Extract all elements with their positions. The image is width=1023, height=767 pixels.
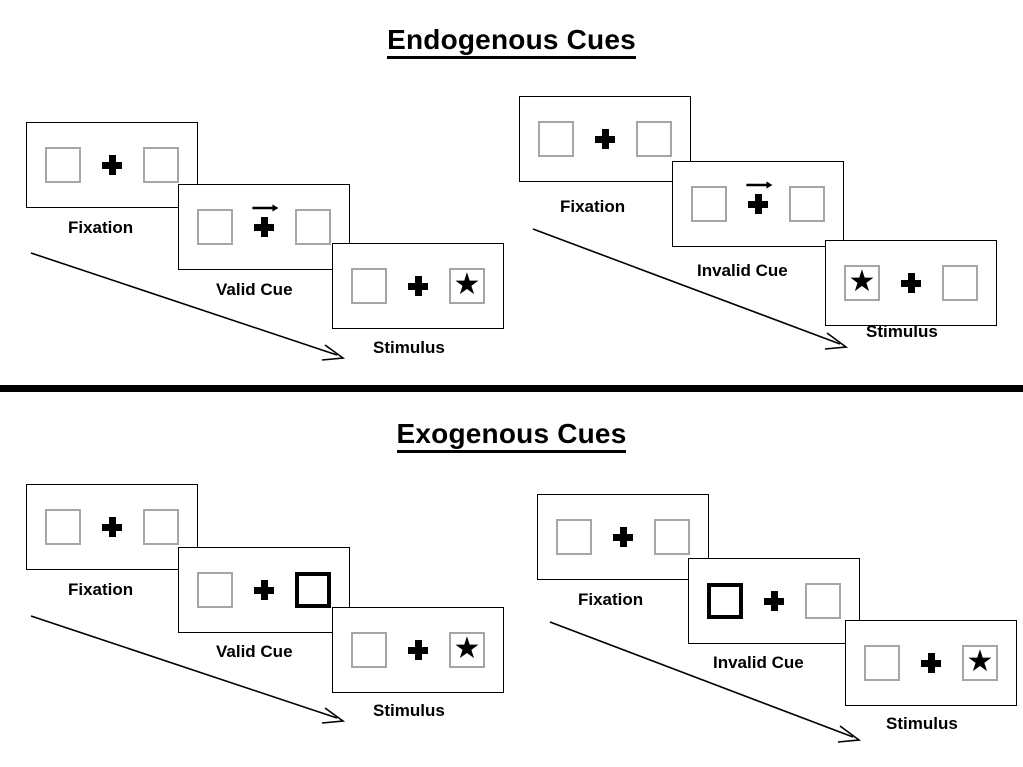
star-icon: ★ (453, 268, 481, 301)
fixation-cross-icon (901, 273, 921, 293)
right-box: ★ (449, 632, 485, 668)
fixation-cross-icon (595, 129, 615, 149)
right-box (942, 265, 978, 301)
frame-endogenous-invalid-cue (672, 161, 844, 247)
fixation-cross-wrap (745, 181, 773, 224)
section-title-endogenous: Endogenous Cues (0, 24, 1023, 59)
frame-endogenous-invalid-stimulus: ★ (825, 240, 997, 326)
arrow-right-cue-icon (746, 181, 773, 189)
frame-exogenous-valid-fixation (26, 484, 198, 570)
right-box (636, 121, 672, 157)
right-box (805, 583, 841, 619)
frame-inner (197, 204, 331, 247)
left-box (691, 186, 727, 222)
star-icon: ★ (453, 632, 481, 665)
fixation-cross-wrap (761, 581, 787, 621)
frame-inner (691, 181, 825, 224)
left-box (556, 519, 592, 555)
frame-endogenous-valid-fixation (26, 122, 198, 208)
caption-endogenous-valid-stimulus: Stimulus (373, 338, 445, 357)
left-box: ★ (844, 265, 880, 301)
fixation-cross-wrap (592, 119, 618, 159)
time-flow-arrow-endogenous-invalid (532, 228, 849, 350)
right-box: ★ (449, 268, 485, 304)
fixation-cross-icon (613, 527, 633, 547)
fixation-cross-icon (254, 217, 274, 237)
frame-exogenous-invalid-fixation (537, 494, 709, 580)
caption-endogenous-invalid-cue: Invalid Cue (697, 261, 788, 280)
section-title-endogenous-text: Endogenous Cues (387, 24, 636, 59)
fixation-cross-wrap (918, 643, 944, 683)
fixation-cross-icon (102, 155, 122, 175)
left-box (351, 632, 387, 668)
fixation-cross-wrap (99, 507, 125, 547)
left-box (538, 121, 574, 157)
left-box-cued (707, 583, 743, 619)
caption-exogenous-valid-stimulus: Stimulus (373, 701, 445, 720)
caption-exogenous-valid-cue: Valid Cue (216, 642, 293, 661)
right-box (295, 209, 331, 245)
right-box (654, 519, 690, 555)
right-box (789, 186, 825, 222)
star-icon: ★ (848, 265, 876, 298)
fixation-cross-icon (764, 591, 784, 611)
frame-inner (197, 570, 331, 610)
frame-inner: ★ (844, 263, 978, 303)
right-box (143, 509, 179, 545)
star-icon: ★ (966, 645, 994, 678)
fixation-cross-wrap (251, 570, 277, 610)
frame-inner (45, 145, 179, 185)
frame-exogenous-valid-cue (178, 547, 350, 633)
fixation-cross-icon (254, 580, 274, 600)
frame-inner (707, 581, 841, 621)
fixation-cross-wrap (610, 517, 636, 557)
left-box (197, 572, 233, 608)
fixation-cross-icon (748, 194, 768, 214)
caption-endogenous-valid-fixation: Fixation (68, 218, 134, 237)
fixation-cross-wrap (99, 145, 125, 185)
time-flow-arrow-exogenous-invalid (549, 621, 862, 743)
caption-endogenous-invalid-fixation: Fixation (560, 197, 626, 216)
arrow-right-cue-icon (252, 204, 279, 212)
fixation-cross-icon (921, 653, 941, 673)
frame-endogenous-valid-stimulus: ★ (332, 243, 504, 329)
caption-exogenous-invalid-cue: Invalid Cue (713, 653, 804, 672)
section-title-exogenous: Exogenous Cues (0, 418, 1023, 453)
frame-inner: ★ (351, 630, 485, 670)
fixation-cross-wrap (898, 263, 924, 303)
caption-endogenous-invalid-stimulus: Stimulus (866, 322, 938, 341)
frame-inner: ★ (351, 266, 485, 306)
frame-exogenous-valid-stimulus: ★ (332, 607, 504, 693)
fixation-cross-wrap (405, 630, 431, 670)
section-divider (0, 385, 1023, 392)
left-box (197, 209, 233, 245)
left-box (864, 645, 900, 681)
left-box (45, 509, 81, 545)
time-flow-arrow-endogenous-valid (30, 252, 346, 361)
fixation-cross-wrap (405, 266, 431, 306)
frame-exogenous-invalid-stimulus: ★ (845, 620, 1017, 706)
frame-endogenous-valid-cue (178, 184, 350, 270)
left-box (45, 147, 81, 183)
caption-endogenous-valid-cue: Valid Cue (216, 280, 293, 299)
section-title-exogenous-text: Exogenous Cues (396, 418, 627, 453)
fixation-cross-wrap (251, 204, 279, 247)
caption-exogenous-invalid-fixation: Fixation (578, 590, 644, 609)
frame-inner (556, 517, 690, 557)
time-flow-arrow-exogenous-valid (30, 615, 346, 724)
caption-exogenous-valid-fixation: Fixation (68, 580, 134, 599)
caption-exogenous-invalid-stimulus: Stimulus (886, 714, 958, 733)
right-box-cued (295, 572, 331, 608)
frame-endogenous-invalid-fixation (519, 96, 691, 182)
left-box (351, 268, 387, 304)
fixation-cross-icon (408, 640, 428, 660)
frame-inner: ★ (864, 643, 998, 683)
right-box: ★ (962, 645, 998, 681)
frame-exogenous-invalid-cue (688, 558, 860, 644)
fixation-cross-icon (408, 276, 428, 296)
frame-inner (45, 507, 179, 547)
frame-inner (538, 119, 672, 159)
fixation-cross-icon (102, 517, 122, 537)
right-box (143, 147, 179, 183)
